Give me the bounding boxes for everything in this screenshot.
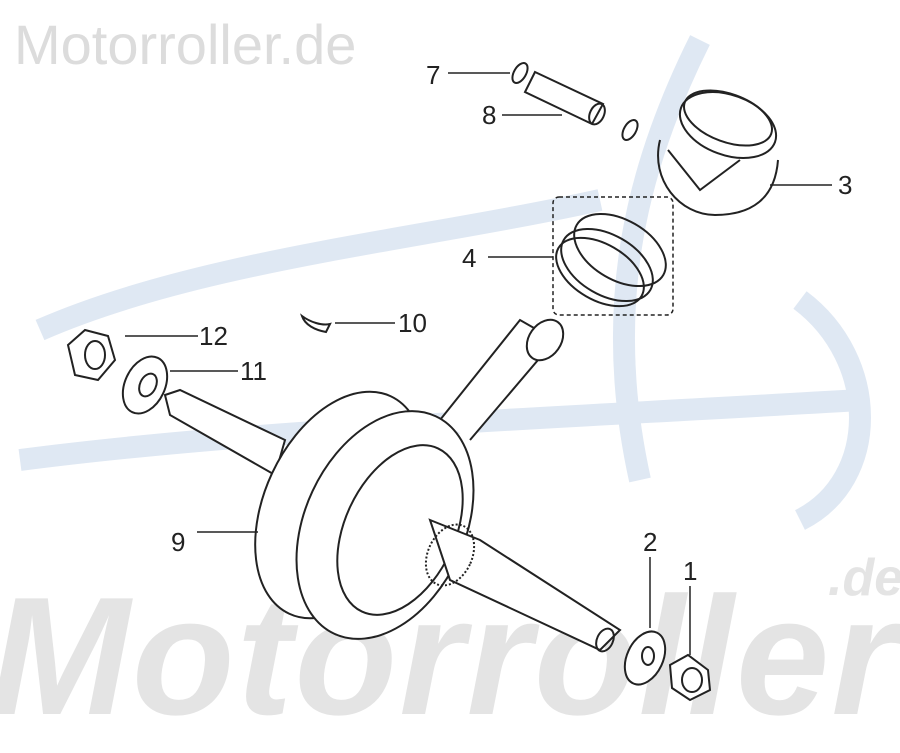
watermark-suffix: .de bbox=[828, 549, 900, 607]
callout-12: 12 bbox=[199, 321, 228, 351]
callout-2: 2 bbox=[643, 527, 658, 557]
callout-9: 9 bbox=[171, 527, 186, 557]
leader-lines bbox=[125, 72, 832, 655]
piston-3 bbox=[657, 89, 779, 217]
callout-11: 11 bbox=[240, 356, 267, 386]
washer-2 bbox=[623, 630, 667, 686]
callout-3: 3 bbox=[838, 170, 853, 200]
piston-pin-8 bbox=[523, 70, 606, 126]
nut-12 bbox=[66, 328, 117, 382]
watermark-top: Motorroller.de bbox=[14, 13, 357, 76]
watermark-bottom: Motorroller bbox=[0, 562, 899, 750]
callout-7: 7 bbox=[426, 60, 441, 90]
key-10 bbox=[300, 313, 332, 334]
clip-7 bbox=[511, 62, 529, 84]
parts bbox=[66, 62, 779, 702]
washer-11 bbox=[121, 355, 169, 415]
callout-4: 4 bbox=[462, 243, 477, 273]
callout-1: 1 bbox=[683, 556, 698, 586]
callout-8: 8 bbox=[482, 100, 497, 130]
background-logo bbox=[18, 35, 871, 530]
clip-7b bbox=[621, 119, 639, 141]
callout-10: 10 bbox=[398, 308, 427, 338]
crankshaft-9 bbox=[163, 318, 622, 653]
piston-rings-4 bbox=[552, 196, 674, 316]
nut-1 bbox=[668, 653, 712, 702]
